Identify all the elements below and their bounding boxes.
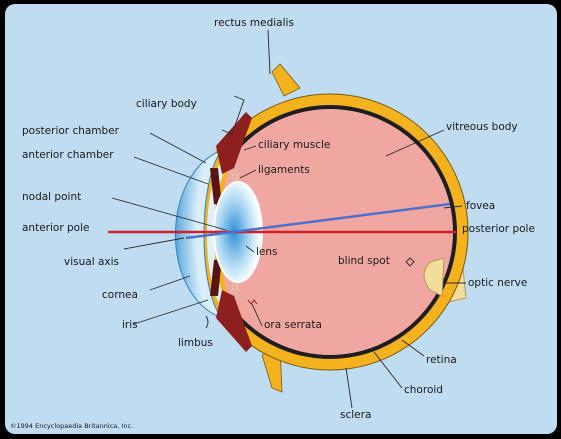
label-posterior-chamber: posterior chamber (22, 125, 120, 137)
label-cornea: cornea (102, 289, 138, 301)
label-sclera: sclera (340, 409, 371, 421)
label-posterior-pole: posterior pole (462, 223, 535, 235)
label-anterior-pole: anterior pole (22, 222, 89, 234)
label-blind-spot: blind spot (338, 255, 390, 267)
label-optic-nerve: optic nerve (468, 277, 527, 289)
label-choroid: choroid (404, 384, 443, 396)
label-limbus: limbus (178, 337, 213, 349)
label-ciliary-body: ciliary body (136, 98, 197, 110)
label-nodal-point: nodal point (22, 191, 81, 203)
label-visual-axis: visual axis (64, 256, 119, 268)
label-vitreous-body: vitreous body (446, 121, 518, 133)
copyright-notice: ©1994 Encyclopaedia Britannica, Inc. (10, 422, 133, 430)
label-rectus-medialis: rectus medialis (214, 17, 294, 29)
label-ciliary-muscle: ciliary muscle (258, 139, 330, 151)
label-ora-serrata: ora serrata (264, 319, 322, 331)
label-iris: iris (122, 319, 138, 331)
label-ligaments: ligaments (258, 164, 310, 176)
rectus-medialis-muscle (272, 64, 300, 96)
label-lens: lens (256, 246, 278, 258)
label-retina: retina (426, 354, 457, 366)
label-fovea: fovea (466, 200, 495, 212)
label-anterior-chamber: anterior chamber (22, 149, 114, 161)
